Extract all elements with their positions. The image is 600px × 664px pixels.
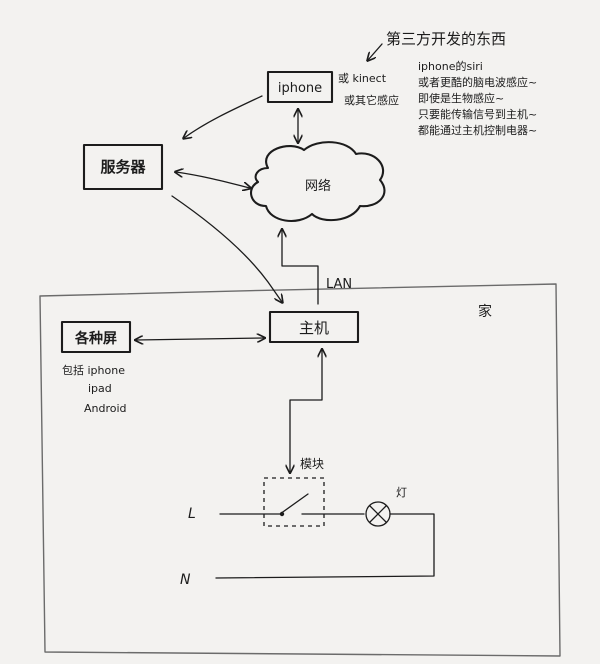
- kinect-line1: 或 kinect: [338, 72, 387, 85]
- arrow-network-host: [282, 230, 319, 305]
- right-note-3: 只要能传输信号到主机~: [418, 107, 537, 121]
- arrow-iphone-server: [184, 95, 263, 138]
- right-note-2: 即使是生物感应~: [418, 91, 504, 105]
- lamp-label: 灯: [396, 486, 407, 499]
- live-wire-right: [215, 513, 435, 579]
- screens-note-0: 包括 iphone: [62, 363, 125, 377]
- lan-label: LAN: [326, 277, 352, 292]
- third-party-note: 第三方开发的东西 或 kinect 或其它感应: [338, 30, 506, 107]
- network-node: 网络: [249, 141, 386, 223]
- lamp-node: 灯: [365, 486, 407, 527]
- arrow-server-network: [176, 172, 250, 188]
- screens-note-1: ipad: [88, 382, 112, 395]
- network-label: 网络: [305, 178, 331, 194]
- third-party-text: 第三方开发的东西: [386, 30, 506, 48]
- iphone-label: iphone: [278, 81, 322, 96]
- screens-label: 各种屏: [74, 330, 117, 347]
- line-server-host: [171, 195, 282, 302]
- server-label: 服务器: [100, 158, 146, 176]
- iphone-node: iphone: [266, 70, 334, 104]
- host-label: 主机: [299, 319, 329, 337]
- screens-node: 各种屏: [60, 320, 132, 354]
- server-node: 服务器: [82, 143, 164, 191]
- right-note-1: 或者更酷的脑电波感应~: [418, 75, 537, 89]
- arrow-screens-host: [136, 338, 264, 340]
- neutral-label: N: [180, 572, 191, 588]
- home-label: 家: [478, 303, 492, 320]
- home-boundary: [39, 283, 561, 657]
- host-node: 主机: [268, 310, 360, 344]
- live-label: L: [188, 506, 196, 522]
- right-notes: iphone的siri 或者更酷的脑电波感应~ 即使是生物感应~ 只要能传输信号…: [418, 59, 537, 137]
- kinect-line2: 或其它感应: [344, 93, 399, 107]
- arrow-module-host: [290, 350, 322, 472]
- screens-note-2: Android: [84, 402, 127, 415]
- module-switch: [219, 477, 365, 527]
- module-label: 模块: [300, 457, 324, 471]
- right-note-0: iphone的siri: [418, 59, 483, 73]
- right-note-4: 都能通过主机控制电器~: [418, 123, 537, 137]
